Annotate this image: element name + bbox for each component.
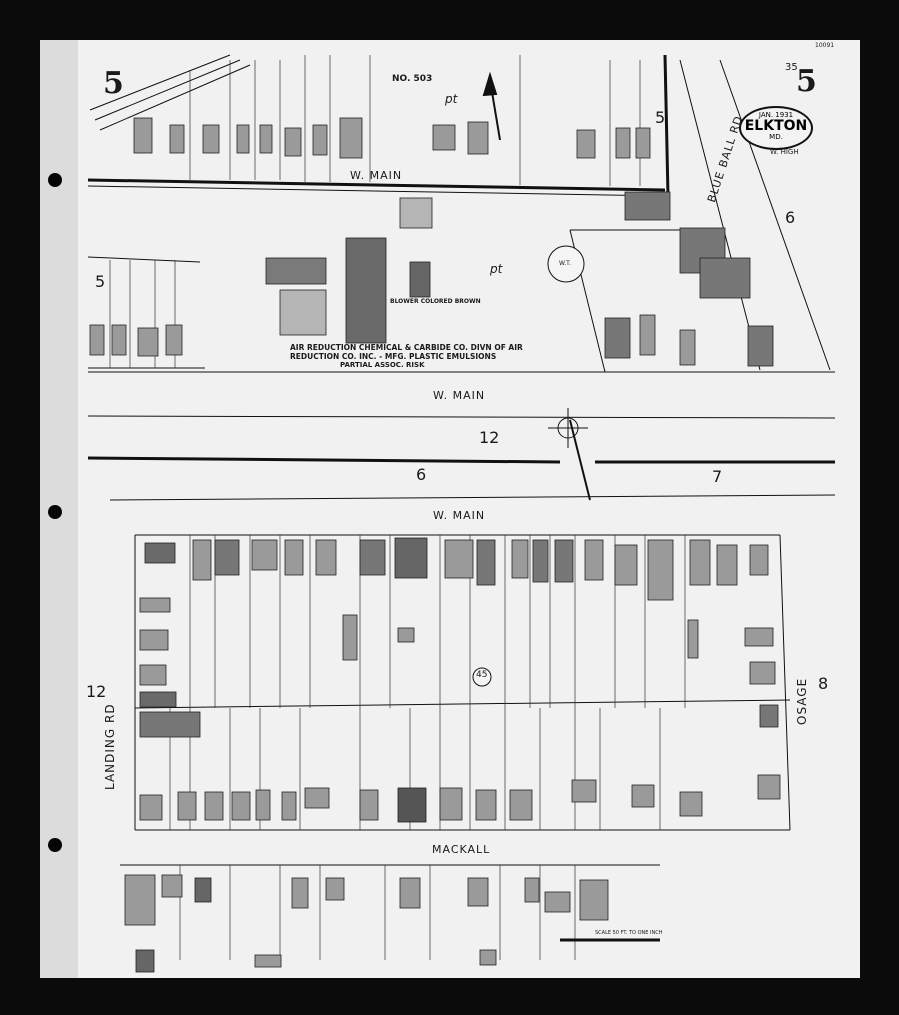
adjacent-sheet-5-left[interactable]: 5 [95, 272, 106, 291]
adjacent-sheet-12-left[interactable]: 12 [86, 682, 107, 701]
pt-mark: pt [490, 262, 503, 276]
pt-mark-top: pt [445, 92, 458, 106]
sheet-number-left: 5 [103, 66, 124, 101]
binder-hole [48, 173, 62, 187]
street-landing-rd: LANDING RD [103, 703, 117, 790]
street-mackall: MACKALL [432, 843, 491, 856]
street-w-main-top: W. MAIN [350, 169, 403, 182]
blower-note: BLOWER COLORED BROWN [390, 298, 481, 305]
street-w-main-low: W. MAIN [433, 509, 486, 522]
binder-hole [48, 505, 62, 519]
sheet-code: 10091 [815, 42, 835, 49]
sheet-number-right: 5 [796, 64, 817, 99]
buildings [89, 117, 781, 973]
adjacent-sheet-12[interactable]: 12 [479, 428, 500, 447]
title-seal: JAN. 1931 ELKTON MD. [739, 106, 813, 150]
north-arrow-icon [482, 71, 501, 141]
company-note-1: AIR REDUCTION CHEMICAL & CARBIDE CO. DIV… [290, 343, 523, 352]
street-w-high: W. HIGH [770, 148, 799, 156]
binder-hole [48, 838, 62, 852]
adjacent-sheet-6-right[interactable]: 6 [785, 208, 796, 227]
index-number: 35 [785, 62, 798, 73]
water-tank-label: W.T. [559, 260, 572, 267]
street-osage: OSAGE [795, 677, 809, 725]
company-note-2: REDUCTION CO. INC. - MFG. PLASTIC EMULSI… [290, 352, 497, 361]
street-w-main-mid: W. MAIN [433, 389, 486, 402]
compass-rose-icon [548, 408, 588, 448]
adjacent-sheet-5-top[interactable]: 5 [655, 108, 666, 127]
adjacent-sheet-8[interactable]: 8 [818, 674, 829, 693]
company-note-3: PARTIAL ASSOC. RISK [340, 361, 425, 369]
block-circle-number: 45 [476, 670, 488, 680]
seal-date: JAN. 1931 [758, 111, 794, 119]
seal-state: MD. [769, 133, 783, 141]
adjacent-sheet-6[interactable]: 6 [416, 465, 427, 484]
seal-city: ELKTON [744, 118, 808, 134]
scale-note: SCALE 50 FT. TO ONE INCH [595, 930, 663, 936]
adjacent-sheet-7[interactable]: 7 [712, 467, 723, 486]
block-number: NO. 503 [392, 74, 433, 84]
